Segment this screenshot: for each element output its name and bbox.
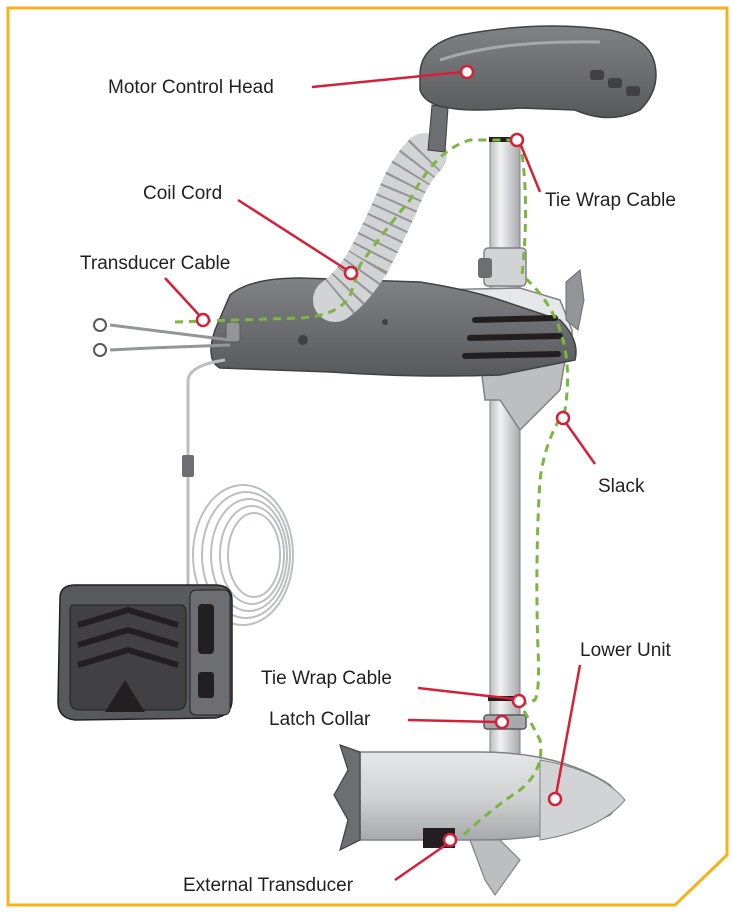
pedal-pad (69, 604, 187, 711)
skeg (469, 839, 521, 897)
base-vent-2 (467, 333, 563, 341)
base-housing (210, 277, 577, 377)
label-external-transducer: External Transducer (183, 875, 354, 896)
head-button-2 (608, 78, 622, 88)
coil-ring-5 (227, 512, 281, 598)
pedal-cable-connector (182, 455, 194, 477)
power-cable-2 (109, 343, 231, 352)
ring-terminal-1 (93, 318, 107, 332)
marker-lower-unit (547, 791, 563, 807)
base-connector (225, 321, 241, 343)
label-slack: Slack (598, 476, 645, 497)
head-button-3 (626, 86, 640, 96)
marker-coil-cord (343, 265, 359, 281)
shaft-tube (489, 139, 521, 776)
head-highlight (439, 40, 601, 62)
pedal-heel (105, 680, 145, 712)
leader-latch-collar (407, 718, 498, 724)
label-coil-cord: Coil Cord (143, 183, 223, 204)
pedal-chevron-3 (77, 646, 179, 668)
label-lower-unit: Lower Unit (580, 640, 671, 661)
pedal-cable (186, 358, 226, 620)
coil-ring-2 (201, 491, 291, 619)
shaft-clamp-knob (478, 258, 492, 278)
pedal-wheel (198, 604, 214, 654)
mount-arm (479, 359, 566, 432)
coil-cord-ridges (321, 139, 442, 318)
base-screw-1 (298, 335, 308, 345)
tie-wrap-band-top (489, 137, 521, 142)
leader-tie-wrap-cable-top (518, 142, 542, 193)
coil-ring-3 (210, 498, 288, 612)
shaft (478, 139, 527, 776)
label-motor-control-head: Motor Control Head (108, 77, 274, 98)
power-cables (93, 318, 231, 620)
label-tie-wrap-cable-top: Tie Wrap Cable (545, 190, 676, 211)
pedal-button (198, 672, 214, 698)
foot-pedal (57, 584, 233, 721)
coiled-cable (192, 484, 294, 626)
base-vent-3 (462, 351, 561, 359)
coil-ring-1 (192, 484, 294, 626)
coil-ring-4 (219, 505, 285, 605)
motor-control-head (419, 25, 657, 119)
pedal-chevron-1 (77, 606, 179, 628)
head-button-1 (590, 70, 604, 80)
leader-transducer-cable (164, 277, 201, 317)
marker-tie-wrap-cable-top (509, 132, 525, 148)
leaders (164, 64, 597, 882)
leader-tie-wrap-cable-bottom (417, 686, 515, 701)
leader-lower-unit (554, 664, 582, 796)
marker-motor-control-head (459, 64, 475, 80)
marker-latch-collar (494, 714, 510, 730)
label-tie-wrap-cable-bottom: Tie Wrap Cable (261, 668, 392, 689)
power-cable-1 (109, 323, 231, 342)
leader-motor-control-head (311, 70, 463, 89)
frame (6, 6, 729, 907)
leader-slack (564, 422, 597, 465)
base-vent-1 (472, 315, 558, 323)
label-latch-collar: Latch Collar (269, 709, 371, 730)
frame-border (6, 6, 729, 907)
lower-unit (333, 696, 626, 897)
lower-unit-nose (539, 759, 626, 841)
marker-tie-wrap-cable-bottom (511, 693, 527, 709)
marker-external-transducer (442, 832, 458, 848)
ring-terminal-2 (93, 343, 107, 357)
coil-cord-neck (427, 104, 449, 153)
label-transducer-cable: Transducer Cable (80, 253, 231, 274)
base-screw-2 (382, 319, 388, 325)
leader-coil-cord (237, 198, 348, 272)
propeller (333, 744, 361, 852)
cable-route (174, 138, 570, 840)
marker-transducer-cable (195, 312, 211, 328)
base-body (210, 277, 577, 377)
leader-external-transducer (394, 842, 448, 882)
mount-fin (565, 269, 585, 331)
pedal-chevron-2 (77, 626, 179, 648)
marker-slack (555, 410, 571, 426)
